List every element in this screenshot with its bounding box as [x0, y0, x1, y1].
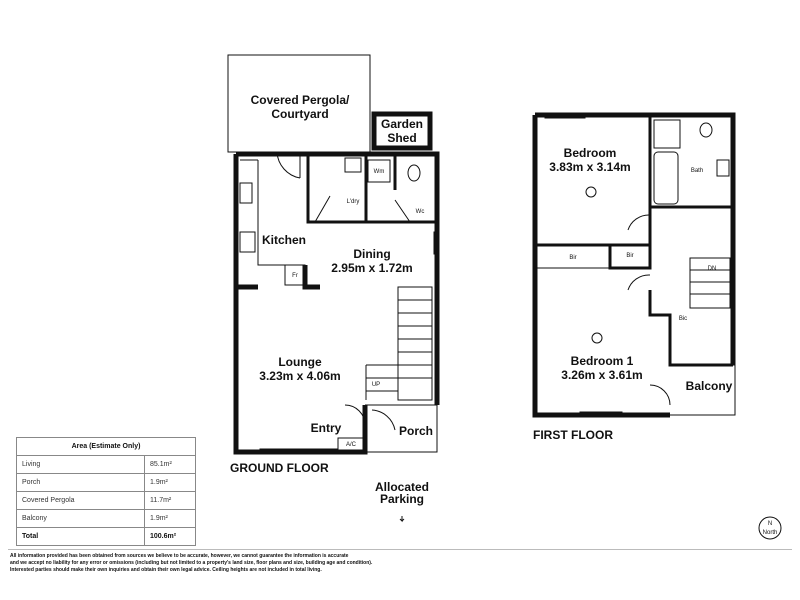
first-floor-doors	[627, 214, 671, 406]
ceiling-fan-icon-2	[591, 332, 603, 344]
ac-label: A/C	[346, 442, 357, 448]
bedroom1-size: 3.26m x 3.61m	[561, 368, 642, 382]
fridge-label: Fr	[292, 273, 298, 279]
north-arrow-icon: N North	[758, 516, 782, 540]
wc-label: Wc	[416, 209, 425, 215]
shed-label-2: Shed	[387, 131, 416, 145]
first-floor-title: FIRST FLOOR	[533, 428, 613, 442]
fridge-space	[284, 264, 306, 286]
north-letter: N	[768, 521, 772, 527]
ceiling-fan-icon	[585, 186, 597, 198]
sink-icon	[239, 182, 253, 204]
courtyard-door	[276, 151, 301, 179]
disclaimer-line: Interested parties should make their own…	[10, 567, 322, 573]
dining-size: 2.95m x 1.72m	[331, 261, 412, 275]
dining-label: Dining	[353, 247, 390, 261]
first-floor-internal-walls	[535, 115, 733, 367]
bedroom1-window	[579, 411, 623, 418]
bic-label: Bic	[679, 316, 687, 322]
laundry-label: L'dry	[347, 199, 360, 205]
laundry-doors	[314, 195, 411, 223]
parking-arrow-icon	[399, 516, 405, 523]
bath-toilet-icon	[699, 122, 713, 138]
kitchen-counter	[240, 159, 305, 266]
shower-icon	[653, 119, 681, 149]
bath-label: Bath	[691, 168, 703, 174]
lounge-label: Lounge	[278, 355, 322, 369]
bathtub-icon	[653, 151, 679, 205]
stairs-up-label: UP	[372, 382, 380, 388]
total-value: 100.6m²	[144, 527, 196, 546]
row-label: Living	[16, 455, 145, 474]
porch-label: Porch	[399, 424, 433, 438]
bedroom-size: 3.83m x 3.14m	[549, 160, 630, 174]
disclaimer-line: and we accept no liability for any error…	[10, 560, 373, 566]
bedroom-window	[544, 112, 586, 119]
divider	[8, 549, 792, 550]
shed-label: Garden	[381, 117, 423, 131]
first-floor-walls	[532, 112, 736, 418]
row-value: 11.7m²	[144, 491, 196, 510]
porch-outline	[365, 404, 438, 453]
laundry-tub-icon	[344, 157, 362, 173]
bedroom-label: Bedroom	[564, 146, 617, 160]
bedroom1-label: Bedroom 1	[571, 354, 634, 368]
ground-floor-title: GROUND FLOOR	[230, 461, 329, 475]
cooktop-icon	[239, 231, 256, 253]
area-table-header: Area (Estimate Only)	[16, 437, 196, 456]
kitchen-label: Kitchen	[262, 233, 306, 247]
wm-label: Wm	[374, 169, 385, 175]
bir-label: Bir	[569, 255, 576, 261]
lounge-window	[259, 448, 339, 455]
washing-machine-space	[367, 159, 391, 183]
staircase	[365, 286, 433, 401]
basin-icon	[716, 159, 730, 177]
garden-shed-outline	[371, 111, 433, 151]
parking-label: Allocated	[375, 480, 429, 494]
toilet-icon	[407, 164, 421, 182]
row-value: 85.1m²	[144, 455, 196, 474]
dining-window	[433, 231, 440, 255]
row-label: Balcony	[16, 509, 145, 528]
kitchen-walls	[236, 265, 320, 290]
balcony-label: Balcony	[686, 379, 733, 393]
disclaimer-line: All information provided has been obtain…	[10, 553, 349, 559]
entry-label: Entry	[311, 421, 342, 435]
row-value: 1.9m²	[144, 509, 196, 528]
ac-unit	[337, 437, 365, 451]
bir-label-2: Bir	[626, 253, 633, 259]
row-label: Covered Pergola	[16, 491, 145, 510]
pergola-label-2: Courtyard	[271, 107, 328, 121]
first-floor-plan: Bedroom 3.83m x 3.14m Bedroom 1 3.26m x …	[532, 112, 736, 418]
laundry-walls	[306, 154, 437, 224]
row-value: 1.9m²	[144, 473, 196, 492]
stairs-down-label: DN	[708, 266, 717, 272]
ground-floor-plan: Covered Pergola/ Courtyard Garden Shed K…	[227, 54, 440, 523]
wc-walls	[364, 154, 397, 222]
first-floor-staircase	[689, 257, 731, 309]
disclaimer: All information provided has been obtain…	[10, 553, 530, 574]
north-label: North	[763, 530, 778, 536]
lounge-size: 3.23m x 4.06m	[259, 369, 340, 383]
row-label: Porch	[16, 473, 145, 492]
total-label: Total	[16, 527, 145, 546]
entry-doors	[344, 404, 396, 431]
parking-label-2: Parking	[380, 492, 424, 506]
ground-floor-walls	[233, 151, 440, 455]
pergola-label: Covered Pergola/	[251, 93, 350, 107]
